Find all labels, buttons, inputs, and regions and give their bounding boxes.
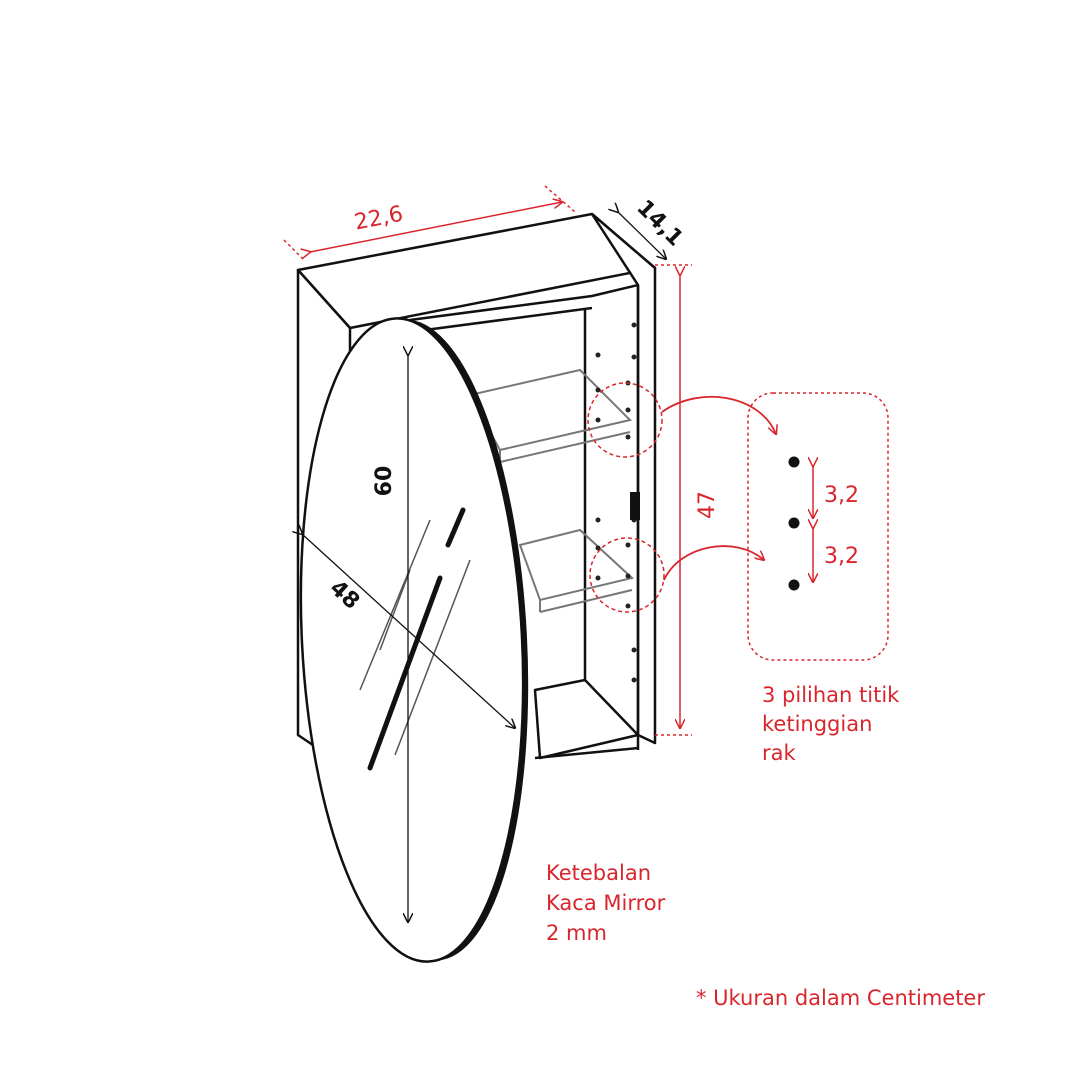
depth-label: 14,1 (632, 195, 688, 251)
mirror-note-line: 2 mm (546, 921, 607, 945)
mirror-thickness-note: Ketebalan Kaca Mirror 2 mm (546, 861, 666, 945)
shelf-note-line: ketinggian (762, 712, 872, 736)
mirror-door (299, 317, 529, 963)
dimension-lines (283, 185, 889, 736)
shelf-step-1-label: 3,2 (824, 483, 859, 508)
shelf-heights-note: 3 pilihan titik ketinggian rak (762, 683, 900, 765)
shelf-note-line: 3 pilihan titik (762, 683, 900, 707)
mirror-note-line: Ketebalan (546, 861, 651, 885)
units-note: * Ukuran dalam Centimeter (696, 986, 985, 1010)
mirror-height-label: 60 (372, 466, 397, 497)
height-label: 47 (695, 491, 720, 519)
latch (630, 492, 640, 520)
shelf-pin-holes (595, 322, 637, 683)
shelf-step-2-label: 3,2 (824, 544, 859, 569)
mirror-note-line: Kaca Mirror (546, 891, 666, 915)
shelf-position-dots (788, 456, 800, 591)
width-label: 22,6 (352, 202, 405, 236)
shelf-note-line: rak (762, 741, 797, 765)
black-dimension-lines (302, 212, 666, 922)
